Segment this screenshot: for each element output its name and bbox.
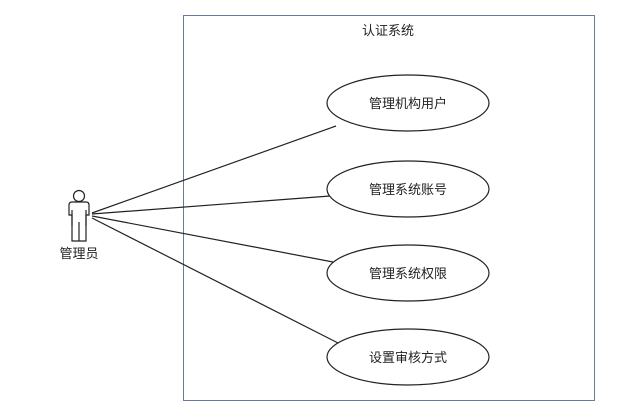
actor-icon bbox=[68, 189, 90, 242]
use-case-4[interactable] bbox=[326, 328, 490, 386]
association-2 bbox=[91, 195, 331, 215]
use-case-4-label: 设置审核方式 bbox=[369, 350, 447, 366]
system-title: 认证系统 bbox=[362, 24, 414, 39]
use-case-1[interactable] bbox=[326, 74, 490, 132]
association-3 bbox=[91, 215, 334, 263]
association-4 bbox=[91, 217, 341, 345]
use-case-2[interactable] bbox=[326, 160, 490, 218]
use-case-3-label: 管理系统权限 bbox=[369, 266, 447, 282]
association-1 bbox=[91, 125, 337, 214]
use-case-3[interactable] bbox=[326, 244, 490, 302]
use-case-2-label: 管理系统账号 bbox=[369, 183, 447, 198]
use-case-1-label: 管理机构用户 bbox=[369, 96, 447, 112]
actor-label: 管理员 bbox=[59, 247, 98, 262]
